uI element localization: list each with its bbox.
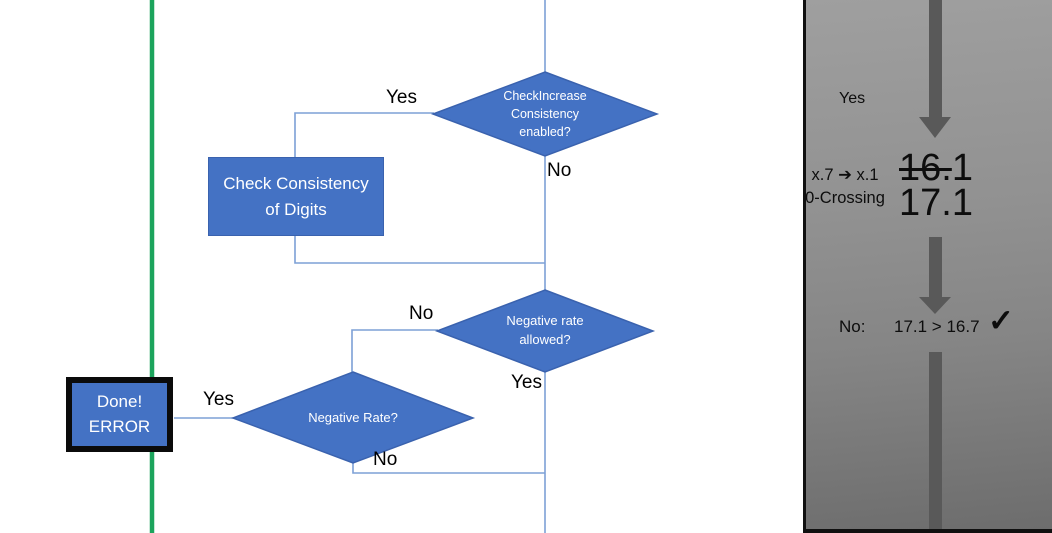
d2-line2: allowed?: [519, 332, 571, 347]
decision-check-increase-diamond: [430, 71, 660, 157]
panel-result-comparison: 17.1 > 16.7: [894, 317, 980, 336]
connector-process-return: [294, 235, 545, 264]
decision-negative-rate-allowed-diamond: [434, 289, 656, 373]
branch-label-d2-no: No: [409, 303, 434, 324]
branch-label-d1-yes: Yes: [386, 87, 417, 108]
panel-arrow3-shaft: [929, 352, 942, 529]
panel-flow-arrows: [919, 0, 951, 529]
panel-values: 16.1 17.1: [899, 149, 973, 224]
terminal-done-error-box: Done! ERROR: [66, 377, 173, 452]
decision-negative-rate-diamond: [230, 371, 476, 464]
process-line2: of Digits: [265, 199, 327, 219]
panel-old-value: 16.1: [899, 149, 973, 187]
checkmark-icon: ✓: [988, 303, 1014, 338]
panel-new-value: 17.1: [899, 182, 973, 224]
connector-lines: [174, 0, 546, 533]
panel-arrow1-head: [919, 117, 951, 138]
d1-line2: Consistency: [510, 106, 580, 121]
decision-negative-rate-allowed-label: Negative rate allowed?: [455, 308, 635, 354]
explanation-panel: [803, 0, 1052, 533]
process-line1: Check Consistency: [223, 174, 369, 193]
branch-label-d3-no: No: [373, 449, 398, 470]
connector-d1-yes: [294, 112, 434, 158]
branch-label-d1-no: No: [547, 160, 572, 181]
d1-line1: CheckIncrease: [503, 88, 587, 103]
decision-negative-rate-label: Negative Rate?: [263, 409, 443, 427]
terminal-line2: ERROR: [88, 416, 151, 436]
connector-d2-no: [351, 329, 438, 374]
panel-arrow2-shaft: [929, 237, 942, 299]
connector-d3-no: [352, 461, 545, 474]
d2-line1: Negative rate: [506, 313, 584, 329]
terminal-line1: Done!: [96, 391, 143, 411]
branch-label-d2-yes: Yes: [511, 372, 542, 393]
panel-rule-line2: 0-Crossing: [805, 189, 885, 208]
branch-label-d3-yes: Yes: [203, 389, 234, 410]
panel-result-label: No:: [839, 317, 866, 336]
panel-old-value-rest: 1: [951, 147, 973, 189]
process-check-consistency-box: Check Consistency of Digits: [208, 157, 384, 236]
panel-rule-line1: x.7 ➔ x.1: [811, 166, 879, 184]
panel-yes-label: Yes: [839, 90, 866, 107]
decision-check-increase-label: CheckIncrease Consistency enabled?: [455, 84, 635, 144]
panel-old-value-struck: 16.: [899, 147, 952, 189]
d3-line1: Negative Rate?: [308, 409, 398, 425]
panel-rule-annotation: x.7 ➔ x.1 0-Crossing: [797, 164, 893, 210]
d1-line3: enabled?: [519, 125, 571, 140]
panel-arrow1-shaft: [929, 0, 942, 118]
panel-arrow2-head: [919, 297, 951, 314]
